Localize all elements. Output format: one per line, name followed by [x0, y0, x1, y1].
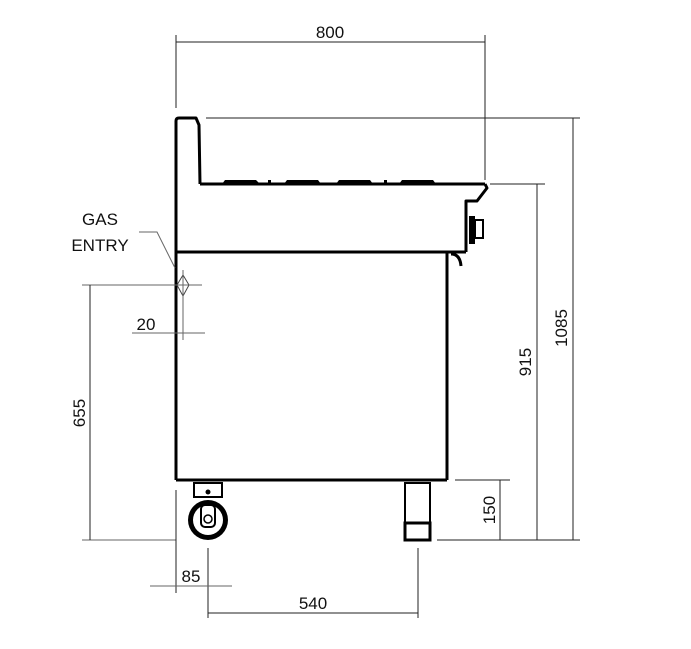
dim-1085-label: 1085 [552, 309, 571, 347]
dim-655-label: 655 [70, 399, 89, 427]
adjustable-foot-icon [403, 482, 432, 542]
dimension-800: 800 [175, 23, 486, 180]
dim-150-label: 150 [480, 496, 499, 524]
dim-20-label: 20 [137, 315, 156, 334]
dimension-20: 20 [132, 315, 205, 334]
dimension-915: 915 [490, 183, 545, 540]
gas-entry-label-line1: GAS [82, 210, 118, 229]
control-knob-icon [469, 216, 484, 244]
gas-entry-callout: GAS ENTRY [71, 210, 190, 340]
dim-915-label: 915 [516, 348, 535, 376]
dimension-85: 85 [150, 490, 232, 618]
dim-540-label: 540 [299, 594, 327, 613]
burners [222, 180, 436, 184]
dimension-150: 150 [455, 479, 510, 540]
dim-800-label: 800 [316, 23, 344, 42]
dimension-655: 655 [70, 284, 202, 541]
gas-entry-label-line2: ENTRY [71, 236, 128, 255]
appliance-body [174, 116, 489, 482]
dimension-540: 540 [208, 548, 419, 618]
caster-wheel-icon [188, 482, 228, 540]
dimension-1085: 1085 [206, 117, 580, 540]
dim-85-label: 85 [182, 567, 201, 586]
